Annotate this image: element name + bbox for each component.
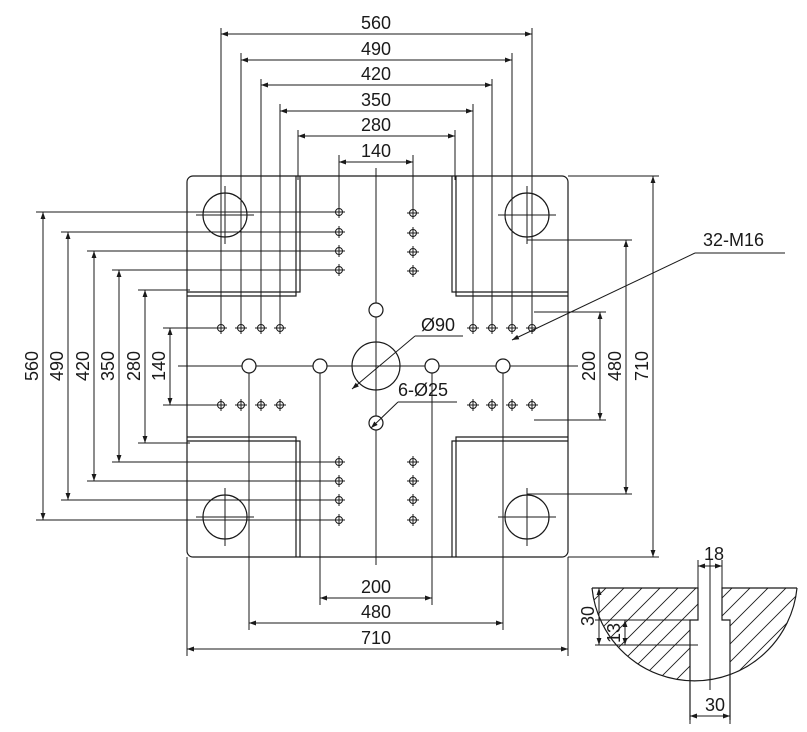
- callout-center-bore: Ø90: [351, 315, 463, 390]
- dim-right-200: 200: [579, 351, 599, 381]
- left-dimension-texts: 560 490 420 350 280 140: [22, 351, 169, 381]
- tslot-top-width: 18: [704, 544, 724, 564]
- tie-bar-hole-bl: [196, 488, 254, 546]
- hatch-line: [743, 588, 797, 681]
- tslot-depth-total: 30: [578, 606, 598, 626]
- hatch-line: [779, 588, 797, 681]
- hatch-line: [592, 588, 615, 681]
- dim-top-420: 420: [361, 64, 391, 84]
- dim-left-420: 420: [73, 351, 93, 381]
- bottom-dimension-texts: 200 480 710: [361, 577, 391, 648]
- dim-bottom-710: 710: [361, 628, 391, 648]
- tapped-hole: [407, 456, 419, 468]
- tapped-hole: [407, 265, 419, 277]
- hatch-line: [420, 580, 560, 720]
- tslot-hatching: [420, 580, 797, 720]
- tapped-hole: [407, 246, 419, 258]
- dimension-lines: [40, 31, 656, 652]
- dim-top-490: 490: [361, 39, 391, 59]
- dim-top-560: 560: [361, 13, 391, 33]
- tie-bar-hole-tl: [196, 186, 254, 244]
- tapped-hole: [526, 399, 538, 411]
- tapped-hole: [407, 514, 419, 526]
- dim-left-280: 280: [124, 351, 144, 381]
- tie-bar-hole-br: [498, 488, 556, 546]
- tslot-bottom-width: 30: [705, 695, 725, 715]
- right-dimension-texts: 200 480 710: [579, 351, 652, 381]
- callout-center-bore-label: Ø90: [421, 315, 455, 335]
- extension-lines: [36, 28, 659, 656]
- dim-top-140: 140: [361, 141, 391, 161]
- callout-tapped-holes-label: 32-M16: [703, 230, 764, 250]
- dim-bottom-200: 200: [361, 577, 391, 597]
- hatch-line: [592, 588, 705, 681]
- tslot-depth-neck: 13: [604, 623, 624, 643]
- hatch-line: [592, 588, 651, 681]
- tapped-hole: [407, 494, 419, 506]
- hatch-line: [671, 588, 797, 681]
- dim-right-480: 480: [605, 351, 625, 381]
- tapped-hole: [486, 399, 498, 411]
- tie-bar-holes: [196, 186, 556, 546]
- dim-right-710: 710: [632, 351, 652, 381]
- through-holes: [241, 302, 511, 431]
- hatch-line: [592, 588, 633, 681]
- dim-top-280: 280: [361, 115, 391, 135]
- hatch-line: [617, 588, 759, 681]
- top-dimension-texts: 560 490 420 350 280 140: [361, 13, 391, 161]
- corner-grooves: [187, 176, 568, 557]
- tapped-hole: [467, 399, 479, 411]
- dim-top-350: 350: [361, 90, 391, 110]
- tapped-hole: [235, 399, 247, 411]
- tie-bar-hole-tr: [498, 186, 556, 244]
- dim-left-350: 350: [98, 351, 118, 381]
- tapped-hole: [255, 399, 267, 411]
- hatch-line: [592, 588, 687, 681]
- hatch-line: [689, 588, 797, 681]
- dim-left-560: 560: [22, 351, 42, 381]
- tapped-hole: [407, 475, 419, 487]
- hatch-line: [592, 588, 669, 681]
- hatch-line: [438, 580, 578, 720]
- tslot-section-detail: 18 30 13 30: [420, 544, 798, 724]
- center-bore: [346, 336, 406, 396]
- dim-left-140: 140: [149, 351, 169, 381]
- callout-through-holes-label: 6-Ø25: [398, 380, 448, 400]
- tapped-hole: [274, 399, 286, 411]
- hatch-line: [592, 588, 597, 681]
- tapped-hole: [506, 399, 518, 411]
- dim-left-490: 490: [47, 351, 67, 381]
- tapped-hole: [407, 227, 419, 239]
- callout-tapped-holes: 32-M16: [511, 230, 785, 341]
- dim-bottom-480: 480: [361, 602, 391, 622]
- callout-through-holes: 6-Ø25: [370, 380, 457, 429]
